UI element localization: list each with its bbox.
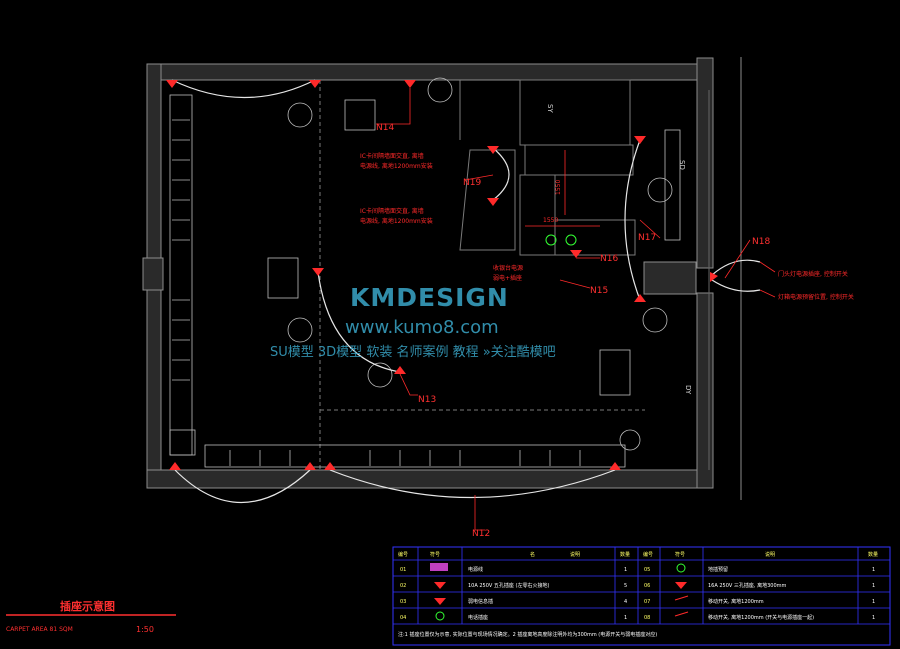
socket-icon	[434, 582, 446, 589]
clothes-rack-marks	[172, 119, 581, 466]
socket-icon	[675, 582, 687, 589]
legend-no: 06	[644, 583, 650, 589]
floor-outlet-icon	[676, 563, 686, 573]
legend-header: 说明	[570, 551, 580, 558]
note-text: 灯箱电源预留位置, 控制开关	[778, 293, 854, 301]
dimension-lines	[525, 150, 600, 227]
legend-no: 05	[644, 567, 650, 573]
label-n19: N19	[463, 178, 481, 188]
legend-qty: 1	[872, 583, 875, 589]
socket-icon	[487, 198, 499, 206]
legend-no: 07	[644, 599, 650, 605]
legend-header: 符号	[430, 551, 440, 558]
leader-lines	[376, 88, 776, 531]
legend-desc: 10A 250V 五孔插座 (左零右火接地)	[468, 582, 549, 589]
note-text: 门头灯电源插座, 控制开关	[778, 270, 848, 278]
socket-icon	[324, 462, 336, 470]
legend-header: 数量	[868, 551, 878, 558]
socket-icon	[404, 80, 416, 88]
wall-label: SD	[678, 160, 686, 170]
switch-icon	[674, 611, 689, 617]
drawing-scale: 1:50	[136, 625, 154, 634]
legend-header: 编号	[643, 551, 653, 558]
legend-header: 名	[530, 551, 535, 558]
dimension-text: 1550	[555, 180, 562, 195]
note-text: IC卡间隔墙面交直, 离墙	[360, 152, 424, 160]
walls	[142, 57, 714, 489]
socket-icon	[634, 294, 646, 302]
wall-label: SY	[546, 104, 554, 113]
legend-header: 说明	[765, 551, 775, 558]
socket-icon	[394, 366, 406, 374]
legend-no: 01	[400, 567, 406, 573]
legend-qty: 1	[872, 567, 875, 573]
socket-icon	[634, 136, 646, 144]
socket-icon	[487, 146, 499, 154]
socket-icon	[166, 80, 178, 88]
label-n17: N17	[638, 233, 656, 243]
legend-qty: 1	[872, 599, 875, 605]
socket-icon	[309, 80, 321, 88]
legend-qty: 1	[624, 615, 627, 621]
watermark-brand: KMDESIGN	[350, 283, 509, 312]
label-n14: N14	[376, 123, 394, 133]
wiring	[171, 79, 761, 504]
socket-icon	[570, 250, 582, 258]
wall-label: DY	[684, 385, 692, 395]
label-n12: N12	[472, 529, 490, 539]
legend-desc: 电话插座	[468, 614, 488, 621]
legend-qty: 1	[872, 615, 875, 621]
legend-desc: 地插预留	[708, 566, 728, 573]
watermark-tagline: SU模型 3D模型 软装 名师案例 教程 »关注酷模吧	[270, 344, 556, 360]
note-text: 电源线, 离地1200mm安装	[360, 217, 433, 225]
drawing-title: 插座示意图	[60, 599, 115, 613]
legend-no: 03	[400, 599, 406, 605]
label-n13: N13	[418, 395, 436, 405]
label-n16: N16	[600, 254, 618, 264]
legend-qty: 1	[624, 567, 627, 573]
socket-icon	[312, 268, 324, 276]
watermark-url: www.kumo8.com	[345, 317, 499, 338]
legend-header: 编号	[398, 551, 408, 558]
data-socket-icon	[434, 598, 446, 605]
legend-qty: 4	[624, 599, 627, 605]
socket-icon	[609, 462, 621, 470]
legend-no: 04	[400, 615, 406, 621]
legend-footnote: 注:1 插座位置仅为示意, 实际位置与现场情况确定。2 插座离地高度除注明外均为…	[398, 631, 657, 638]
legend-no: 08	[644, 615, 650, 621]
legend-desc: 弱电信息插	[468, 598, 493, 605]
socket-icon	[169, 462, 181, 470]
legend-desc: 电源线	[468, 566, 483, 573]
legend-header: 符号	[675, 551, 685, 558]
switch-icon	[674, 595, 689, 601]
note-text: 收银台电源	[493, 264, 523, 272]
drawing-subtitle: CARPET AREA 81 SQM	[6, 626, 73, 633]
legend-header: 数量	[620, 551, 630, 558]
socket-icon	[710, 272, 718, 282]
note-text: 电源线, 离地1200mm安装	[360, 162, 433, 170]
legend-desc: 移动开关, 离地1200mm (开关与电源插座一起)	[708, 614, 814, 621]
furniture	[169, 77, 681, 468]
legend-table: 编号 符号 名 说明 数量 编号 符号 说明 数量 01 电源线 1 05 地插…	[392, 546, 891, 646]
legend-desc: 移动开关, 离地1200mm	[708, 598, 764, 605]
socket-symbols	[166, 80, 718, 470]
legend-no: 02	[400, 583, 406, 589]
phone-socket-icon	[435, 611, 445, 621]
legend-qty: 5	[624, 583, 627, 589]
label-n18: N18	[752, 237, 770, 247]
socket-icon	[304, 462, 316, 470]
note-text: 弱电+插座	[493, 274, 522, 282]
floor-outlet-icons	[545, 234, 577, 246]
dimension-text: 1550	[543, 217, 558, 224]
power-line-symbol-icon	[430, 563, 448, 571]
label-n15: N15	[590, 286, 608, 296]
note-text: IC卡间隔墙面交直, 离墙	[360, 207, 424, 215]
partitions	[319, 79, 645, 470]
legend-desc: 16A 250V 三孔插座, 离地300mm	[708, 582, 787, 589]
